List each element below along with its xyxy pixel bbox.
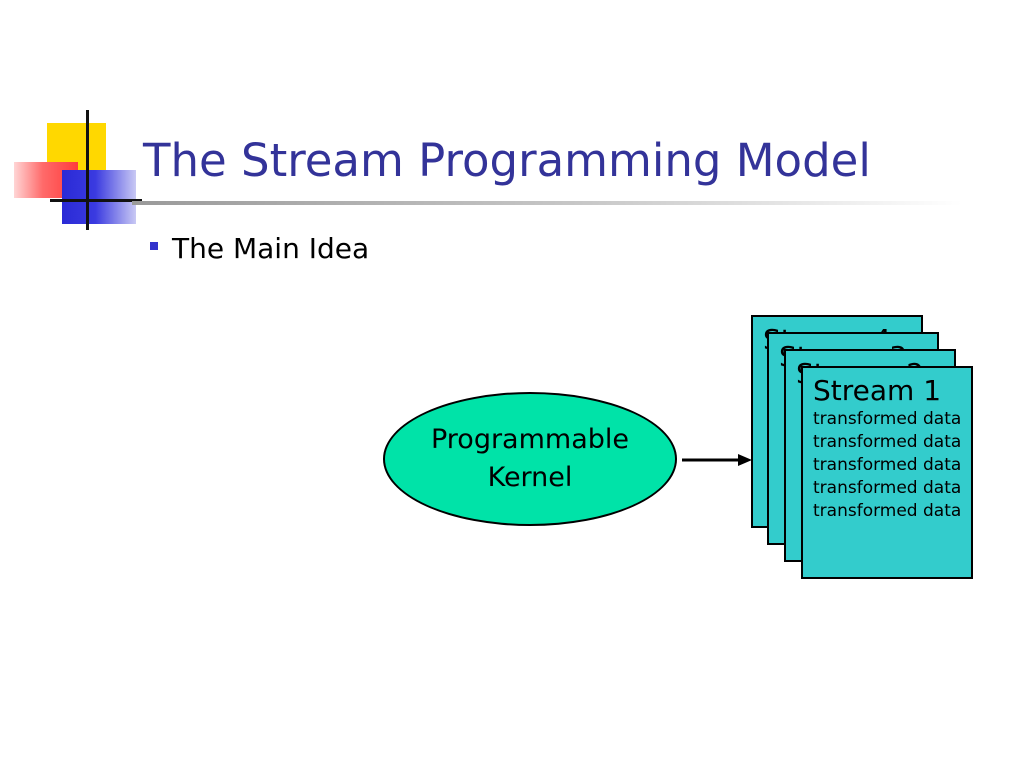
square-bullet-icon: [150, 242, 158, 250]
bullet-item: The Main Idea: [150, 232, 369, 265]
stream-data-line: transformed data: [813, 478, 962, 498]
slide-title: The Stream Programming Model: [143, 134, 871, 187]
decor-vertical-line: [86, 110, 89, 230]
stream-data-line: transformed data: [813, 501, 962, 521]
stream-card-1: Stream 1 transformed data transformed da…: [801, 366, 973, 579]
decor-blue-square: [62, 170, 136, 224]
title-underline: [132, 201, 962, 205]
arrow-icon: [682, 454, 752, 466]
stream-data-line: transformed data: [813, 409, 962, 429]
stream-card-title: Stream 1: [813, 374, 942, 407]
stream-data-line: transformed data: [813, 432, 962, 452]
kernel-ellipse: Programmable Kernel: [383, 392, 677, 526]
bullet-text: The Main Idea: [172, 232, 370, 265]
kernel-label: Programmable Kernel: [430, 424, 630, 493]
decor-horizontal-line: [50, 199, 142, 202]
stream-data-line: transformed data: [813, 455, 962, 475]
